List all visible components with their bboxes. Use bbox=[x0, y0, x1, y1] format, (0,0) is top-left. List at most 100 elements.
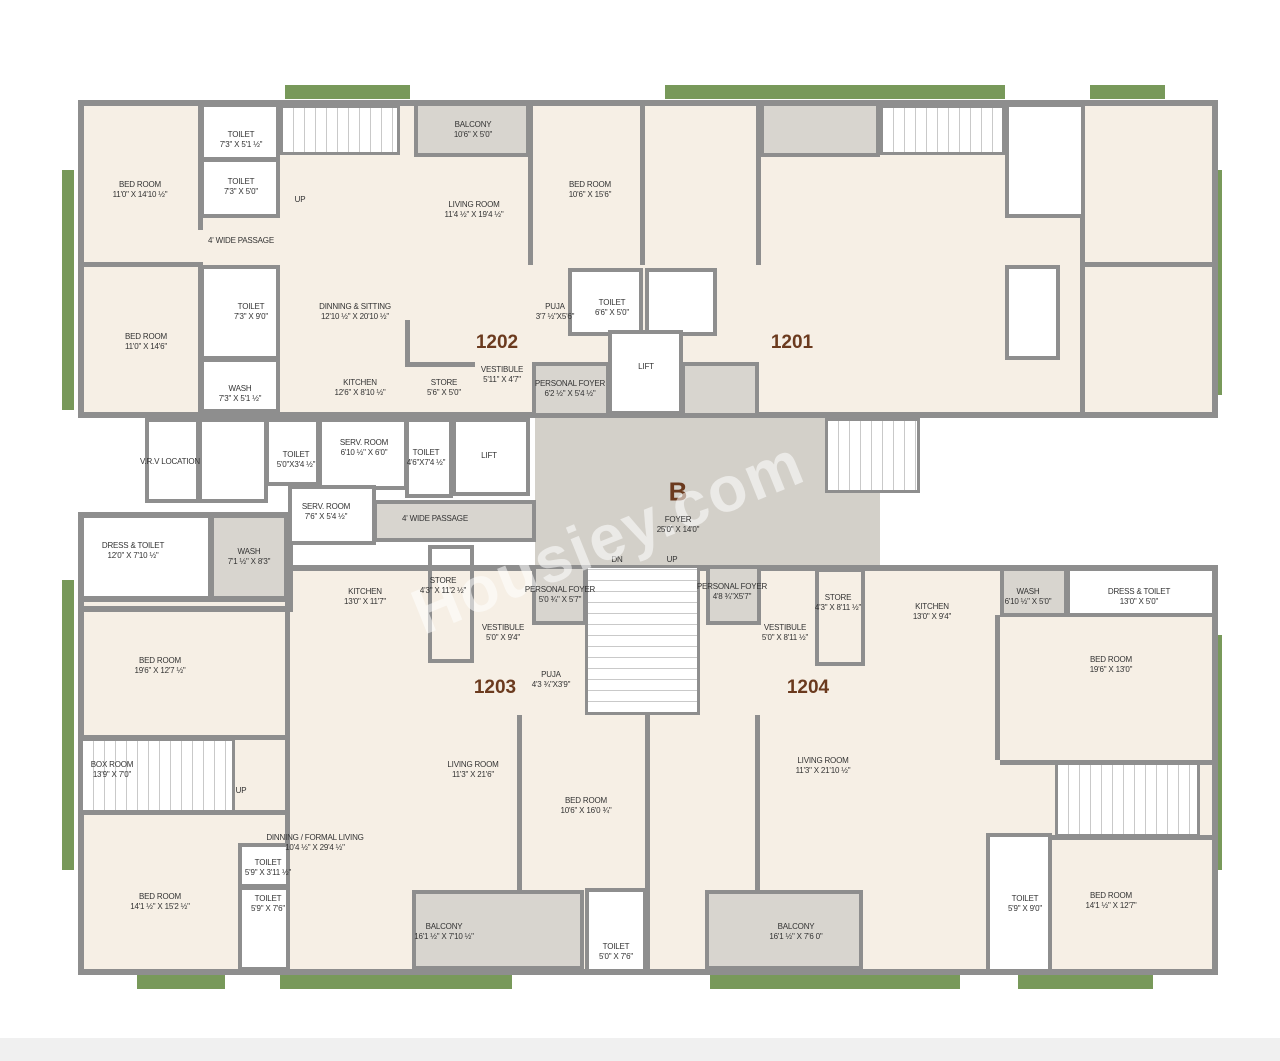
block-label: B bbox=[668, 476, 688, 507]
room-name: 4' WIDE PASSAGE bbox=[402, 514, 468, 523]
wall bbox=[80, 735, 285, 740]
wall bbox=[528, 105, 533, 265]
room-dimensions: 13'0" X 5'0" bbox=[1119, 597, 1159, 606]
room-dimensions: 5'11" X 4'7" bbox=[483, 375, 521, 384]
room-dimensions: 13'0" X 9'4" bbox=[912, 612, 952, 621]
room-dimensions: 14'1 ½" X 12'7" bbox=[1085, 901, 1137, 910]
staircase bbox=[880, 105, 1005, 155]
room-name: PUJA bbox=[541, 670, 561, 679]
room-name: LIFT bbox=[638, 362, 654, 371]
room-personal-foyer bbox=[681, 362, 759, 417]
room-name: VESTIBULE bbox=[481, 623, 525, 632]
wall bbox=[285, 540, 290, 970]
wall bbox=[755, 715, 760, 895]
room-dimensions: 7'3" X 5'1 ½" bbox=[218, 394, 262, 403]
bottom-band bbox=[0, 1038, 1280, 1061]
room-name: PUJA bbox=[545, 302, 565, 311]
wall bbox=[645, 715, 650, 970]
room-dimensions: 5'9" X 3'11 ½" bbox=[244, 868, 292, 877]
room-dimensions: 4'8 ¾"X5'7" bbox=[712, 592, 752, 601]
room-name: WASH bbox=[237, 547, 261, 556]
room-name: DINNING / FORMAL LIVING bbox=[266, 833, 364, 842]
staircase bbox=[825, 418, 920, 493]
room-dimensions: 5'0"X3'4 ½" bbox=[276, 460, 316, 469]
landscape-strip bbox=[1018, 975, 1153, 989]
main-staircase bbox=[585, 565, 700, 715]
room-dimensions: 5'0" X 9'4" bbox=[485, 633, 521, 642]
wall bbox=[80, 262, 200, 267]
staircase bbox=[1055, 762, 1200, 837]
room-name: LIVING ROOM bbox=[448, 200, 500, 209]
room-dimensions: 7'6" X 5'4 ½" bbox=[304, 512, 348, 521]
room-balcony bbox=[412, 890, 584, 970]
room-dimensions: 10'6" X 5'0" bbox=[453, 130, 493, 139]
room-name: BALCONY bbox=[777, 922, 815, 931]
room-name: TOILET bbox=[254, 858, 282, 867]
room-name: BED ROOM bbox=[565, 796, 607, 805]
room-name: WASH bbox=[1016, 587, 1040, 596]
room-dress-toilet bbox=[80, 514, 212, 600]
room-name: DRESS & TOILET bbox=[1107, 587, 1171, 596]
room-name: BALCONY bbox=[425, 922, 463, 931]
room-dimensions: 11'0" X 14'6" bbox=[124, 342, 168, 351]
room-name: BED ROOM bbox=[569, 180, 611, 189]
room-name: KITCHEN bbox=[348, 587, 382, 596]
room-name: TOILET bbox=[227, 177, 255, 186]
room-dimensions: 7'1 ½" X 8'3" bbox=[227, 557, 271, 566]
stair-direction-label: UP bbox=[294, 195, 306, 204]
stair-direction-label: DN bbox=[611, 555, 623, 564]
room-toilet bbox=[1005, 103, 1085, 218]
landscape-strip bbox=[710, 975, 960, 989]
room-toilet bbox=[238, 886, 290, 971]
wall bbox=[405, 362, 475, 367]
room-dimensions: 12'10 ½" X 20'10 ½" bbox=[320, 312, 390, 321]
room-name: VESTIBULE bbox=[763, 623, 807, 632]
room-dimensions: 14'1 ½" X 15'2 ½" bbox=[130, 902, 190, 911]
room-personal-foyer bbox=[532, 362, 610, 417]
wall bbox=[1080, 262, 1215, 267]
room-dimensions: 12'0" X 7'10 ½" bbox=[107, 551, 159, 560]
landscape-strip bbox=[62, 170, 74, 410]
room-label: V.R.V LOCATION bbox=[140, 457, 200, 467]
room-name: LIFT bbox=[481, 451, 497, 460]
room-name: BED ROOM bbox=[1090, 891, 1132, 900]
room-dimensions: 5'0" X 7'6" bbox=[598, 952, 634, 961]
room-name: KITCHEN bbox=[343, 378, 377, 387]
room-dimensions: 11'3" X 21'10 ½" bbox=[795, 766, 851, 775]
room-name: BOX ROOM bbox=[90, 760, 134, 769]
room-dimensions: 4'6"X7'4 ½" bbox=[406, 458, 446, 467]
room-name: SERV. ROOM bbox=[339, 438, 389, 447]
room-label: LIFT bbox=[481, 451, 497, 461]
room-dimensions: 11'0" X 14'10 ½" bbox=[112, 190, 168, 199]
staircase bbox=[280, 105, 400, 155]
room-wash bbox=[200, 358, 280, 413]
room-toilet bbox=[265, 418, 320, 486]
unit-number: 1201 bbox=[770, 332, 814, 353]
room-servant bbox=[288, 485, 376, 545]
common-passage bbox=[373, 500, 536, 542]
room-name: BED ROOM bbox=[119, 180, 161, 189]
room-name: BED ROOM bbox=[125, 332, 167, 341]
room-name: 4' WIDE PASSAGE bbox=[208, 236, 274, 245]
